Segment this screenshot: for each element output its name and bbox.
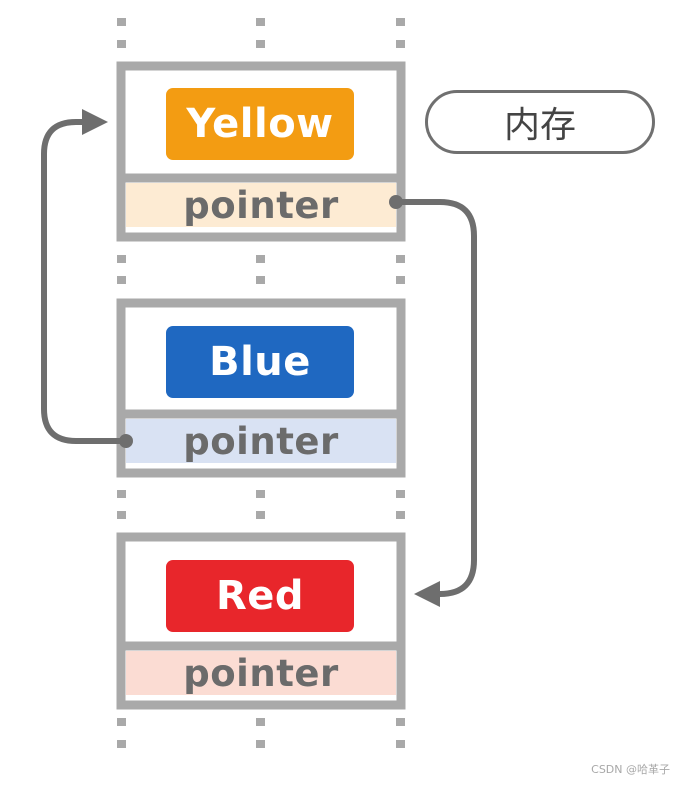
- watermark: CSDN @哈革子: [591, 763, 670, 776]
- node-red: [116, 532, 406, 710]
- arrow-yellow-to-red: [389, 195, 477, 607]
- continuation-dots-middle-1: [117, 255, 405, 284]
- continuation-dots-bottom: [117, 718, 405, 748]
- node-value-yellow: Yellow: [166, 88, 354, 160]
- arrow-head: [82, 109, 108, 135]
- node-blue: [116, 298, 406, 478]
- node-frame-yellow: [116, 61, 406, 242]
- pointer-label-red: pointer: [183, 651, 339, 695]
- pointer-field-yellow: [126, 183, 396, 227]
- pointer-field-blue: [126, 419, 396, 463]
- continuation-dots-middle-2: [117, 490, 405, 519]
- pointer-label-blue: pointer: [183, 419, 339, 463]
- node-value-blue: Blue: [166, 326, 354, 398]
- arrow-blue-to-yellow: [41, 109, 133, 448]
- continuation-dots-top: [117, 18, 405, 48]
- node-frame-blue: [116, 298, 406, 478]
- pointer-field-red: [126, 651, 396, 695]
- arrow-head: [414, 581, 440, 607]
- node-yellow: [116, 61, 406, 242]
- node-frame-red: [116, 532, 406, 710]
- node-value-red: Red: [166, 560, 354, 632]
- memory-label: 内存: [425, 90, 655, 154]
- pointer-label-yellow: pointer: [183, 183, 339, 227]
